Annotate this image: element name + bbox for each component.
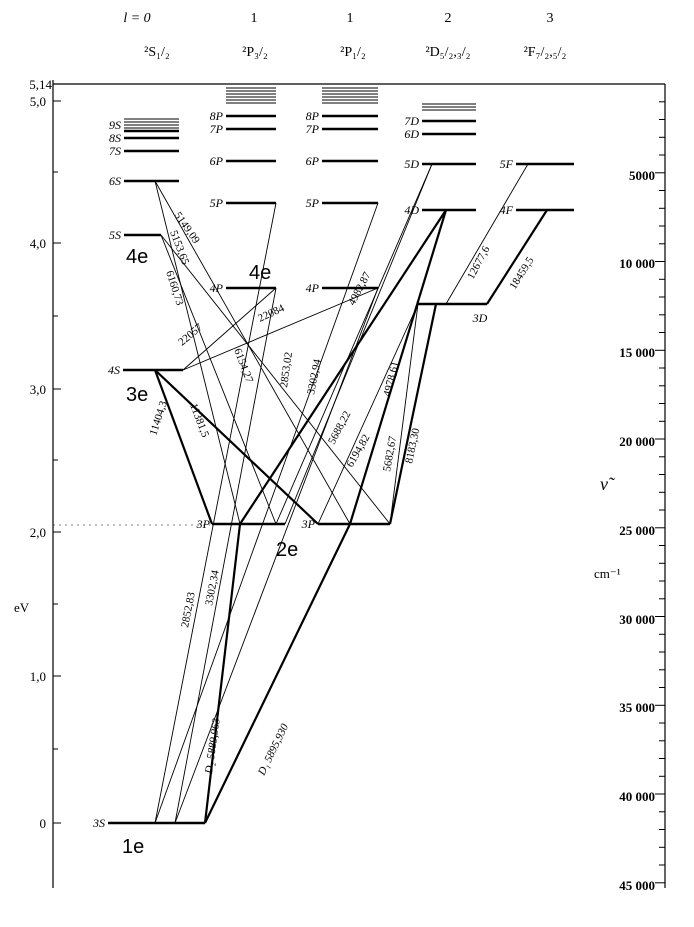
level-label: 5P	[210, 196, 224, 210]
transition-label: D₁ 5895,930	[255, 721, 291, 778]
axes	[52, 80, 666, 888]
wavenumber-tick-label: 5000	[629, 168, 655, 183]
transition-label: 8183,30	[403, 427, 422, 465]
wavenumber-unit: cm⁻¹	[594, 566, 621, 581]
transition-label: 5682,67	[381, 435, 399, 473]
transition-label: 12677,6	[465, 244, 493, 282]
level-label: 6S	[109, 174, 121, 188]
column-term-symbol: ²P₃/₂	[242, 45, 268, 60]
level-label: 3P	[196, 517, 211, 531]
level-label: 6P	[210, 154, 224, 168]
level-label: 8P	[306, 109, 320, 123]
level-labels: 3S 4S 5S 6S 7S 8S 9S 3P 4P 5P 6P 7P 8P 3…	[92, 109, 514, 830]
transition-label: 11404,3	[147, 399, 169, 437]
level-label: 5P	[306, 196, 320, 210]
column-l-value: l = 0	[123, 11, 150, 26]
level-label: 3P	[301, 517, 316, 531]
column-l-value: 1	[251, 11, 258, 26]
ev-tick-label: 4,0	[30, 236, 46, 251]
column-l-value: 2	[445, 11, 452, 26]
ev-axis-unit: eV	[14, 600, 30, 615]
level-label: 7S	[109, 144, 121, 158]
column-l-value: 3	[547, 11, 554, 26]
column-headers: l = 0 1 1 2 3 ²S₁/₂ ²P₃/₂ ²P₁/₂ ²D₅/₂,₃/…	[123, 11, 566, 60]
electron-labels: 1e 2e 3e 4e 4e	[122, 246, 298, 858]
level-label: 7P	[210, 122, 224, 136]
level-label: 6P	[306, 154, 320, 168]
ev-tick-label: 0	[40, 816, 47, 831]
wavenumber-minor-ticks	[655, 101, 665, 884]
transition-label: 2852,83	[179, 591, 198, 629]
wavenumber-tick-label: 25 000	[619, 523, 655, 538]
wavenumber-tick-label: 35 000	[619, 700, 655, 715]
electron-label: 4e	[126, 246, 148, 268]
column-term-symbol: ²P₁/₂	[340, 45, 366, 60]
wavenumber-tick-label: 45 000	[619, 878, 655, 893]
wavenumber-tick-label: 15 000	[619, 345, 655, 360]
electron-label: 2e	[276, 539, 298, 561]
level-label: 9S	[109, 118, 121, 132]
level-label: 3D	[472, 311, 488, 325]
level-label: 4P	[210, 281, 224, 295]
wavenumber-tick-label: 30 000	[619, 612, 655, 627]
ionization-energy-label: 5,14	[29, 77, 52, 92]
transition-label: D₂ 5889,963	[203, 717, 223, 775]
transition-labels: 2852,83 3302,34 D₂ 5889,963 D₁ 5895,930 …	[147, 210, 536, 778]
column-l-value: 1	[347, 11, 354, 26]
level-label: 4P	[306, 281, 320, 295]
ev-tick-label: 1,0	[30, 669, 46, 684]
column-term-symbol: ²F₇/₂,₅/₂	[524, 45, 567, 60]
ev-tick-label: 3,0	[30, 382, 46, 397]
level-label: 7D	[404, 114, 419, 128]
level-label: 3S	[92, 816, 105, 830]
ev-axis-ticks	[53, 100, 61, 824]
level-label: 8S	[109, 131, 121, 145]
series-limit-lines	[124, 87, 476, 129]
level-label: 5D	[404, 157, 419, 171]
wavenumber-tick-label: 10 000	[619, 256, 655, 271]
column-term-symbol: ²S₁/₂	[144, 45, 170, 60]
wavenumber-axis-labels: 5000 10 000 15 000 20 000 25 000 30 000 …	[619, 168, 655, 893]
level-label: 8P	[210, 109, 224, 123]
transition-lines	[153, 163, 548, 824]
electron-label: 4e	[249, 262, 271, 284]
energy-levels	[108, 114, 574, 825]
wavenumber-symbol: ν̃	[600, 474, 616, 494]
level-label: 5S	[109, 228, 121, 242]
ev-tick-label: 5,0	[30, 94, 46, 109]
wavenumber-tick-label: 40 000	[619, 789, 655, 804]
transition-label: 6154,27	[231, 347, 255, 385]
level-label: 4F	[500, 203, 514, 217]
level-label: 4S	[108, 363, 120, 377]
wavenumber-tick-label: 20 000	[619, 434, 655, 449]
ev-tick-label: 2,0	[30, 525, 46, 540]
level-label: 6D	[404, 127, 419, 141]
transition-label: 3302,94	[305, 358, 324, 396]
electron-label: 1e	[122, 836, 144, 858]
level-label: 5F	[500, 157, 514, 171]
transition-label: 4978,61	[381, 360, 401, 398]
electron-label: 3e	[126, 384, 148, 406]
ev-axis-labels: 0 1,0 2,0 3,0 4,0 5,0 5,14	[29, 77, 52, 831]
transition-label: 22084	[256, 302, 286, 325]
level-label: 7P	[306, 122, 320, 136]
column-term-symbol: ²D₅/₂,₃/₂	[425, 45, 470, 60]
transition-label: 2853,02	[278, 351, 295, 388]
transition-label: 18459,5	[507, 254, 536, 291]
